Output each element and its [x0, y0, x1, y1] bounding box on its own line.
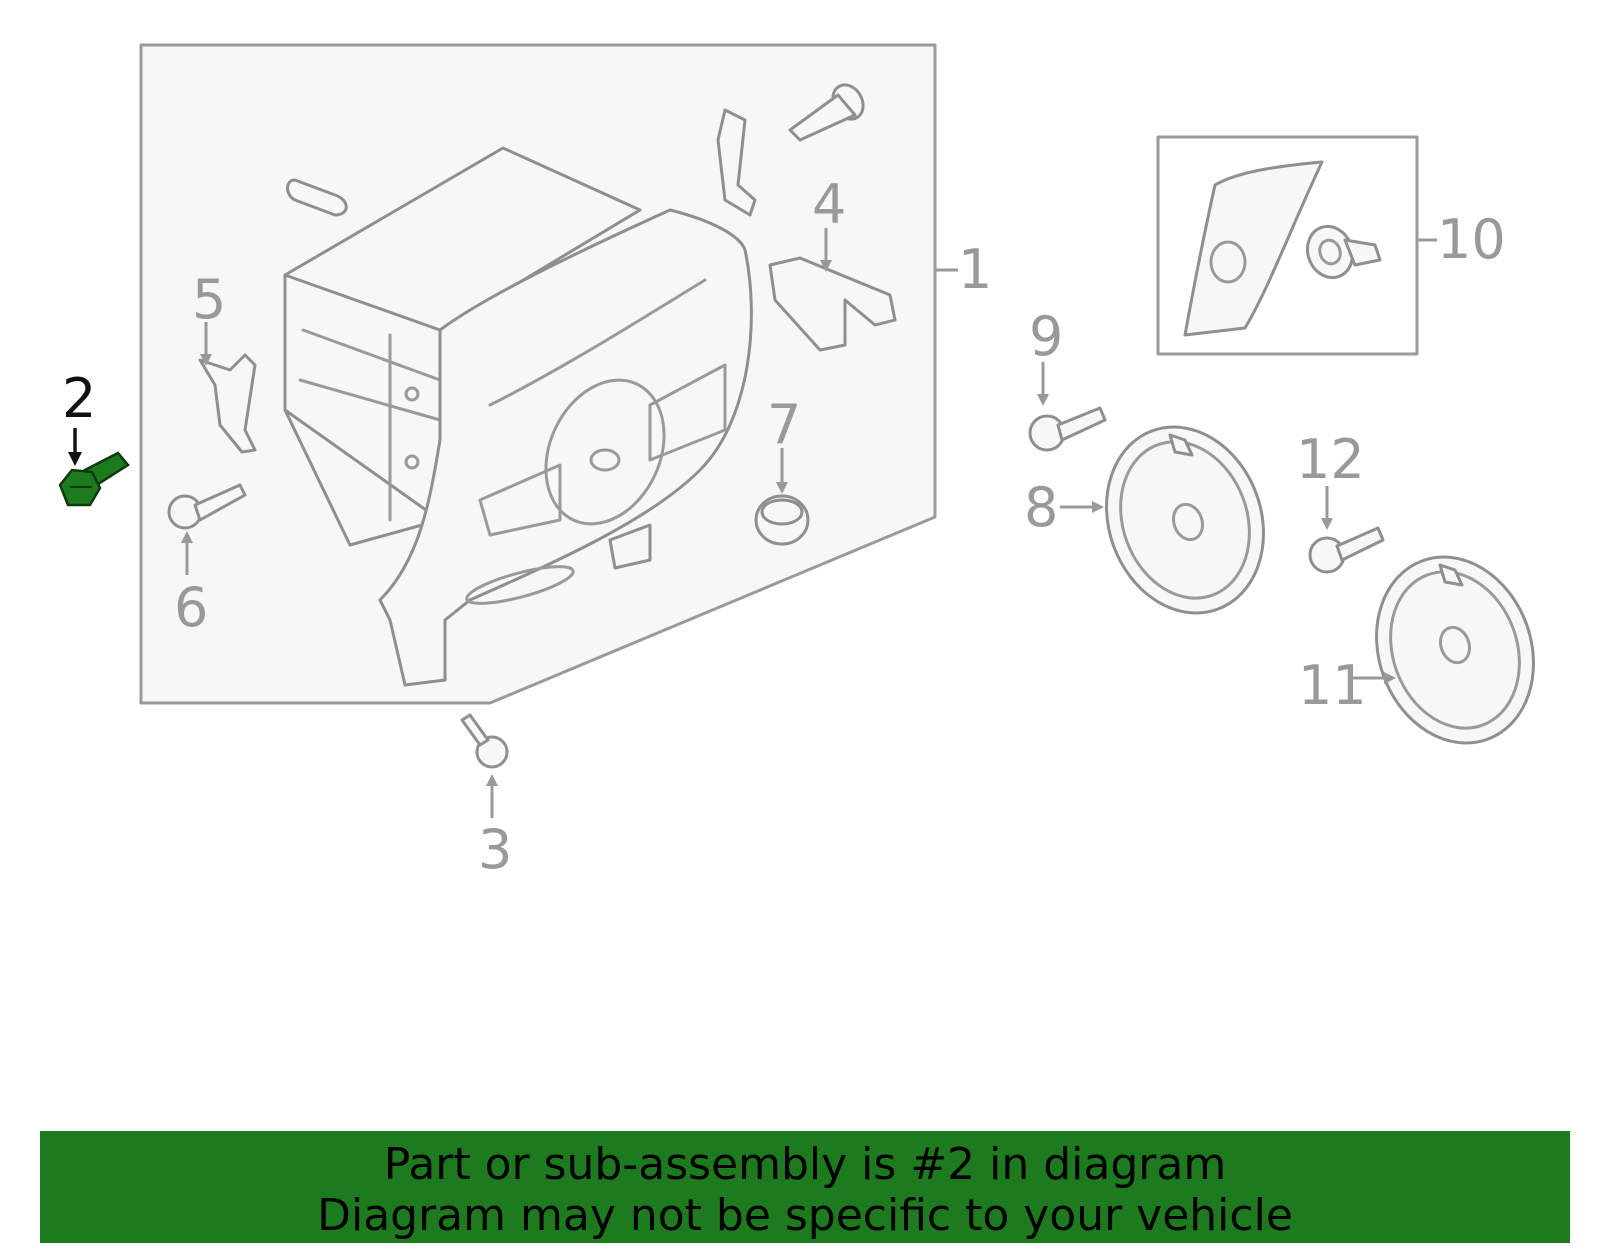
callout-3: 3	[478, 818, 512, 881]
cap-part-7	[754, 494, 810, 546]
bracket-top-right	[716, 108, 757, 217]
callout-10: 10	[1437, 208, 1506, 271]
callout-4: 4	[812, 173, 846, 236]
callout-8: 8	[1024, 476, 1058, 539]
screw-part-9	[1028, 406, 1107, 452]
callout-2: 2	[62, 367, 96, 430]
bracket-part-4	[768, 256, 897, 352]
speaker-part-11	[1375, 555, 1535, 745]
clip-part	[286, 178, 348, 217]
callout-7: 7	[767, 393, 801, 456]
bolt-part-2-highlighted	[58, 451, 130, 507]
speaker-part-8	[1105, 425, 1265, 615]
radio-assembly-group	[139, 43, 937, 705]
callout-9: 9	[1029, 305, 1063, 368]
callout-1: 1	[958, 238, 992, 301]
callout-11: 11	[1298, 654, 1367, 717]
banner-line-part-number: Part or sub-assembly is #2 in diagram	[383, 1139, 1227, 1190]
tweeter-group-10	[1156, 135, 1419, 356]
screw-top-right	[788, 83, 865, 142]
info-banner: Part or sub-assembly is #2 in diagram Di…	[40, 1131, 1570, 1243]
screw-part-3	[460, 713, 509, 769]
screw-part-12	[1308, 526, 1385, 574]
callout-12: 12	[1296, 428, 1365, 491]
banner-line-disclaimer: Diagram may not be specific to your vehi…	[317, 1190, 1293, 1241]
bracket-part-5	[198, 353, 257, 454]
callout-5: 5	[192, 268, 226, 331]
callout-labels: 1 2 3 4 5 6 7 8 9 10 11 12	[62, 173, 1506, 881]
callout-leaders	[68, 228, 1437, 818]
radio-head-unit	[283, 146, 753, 687]
callout-6: 6	[174, 576, 208, 639]
screw-part-6	[167, 483, 247, 530]
